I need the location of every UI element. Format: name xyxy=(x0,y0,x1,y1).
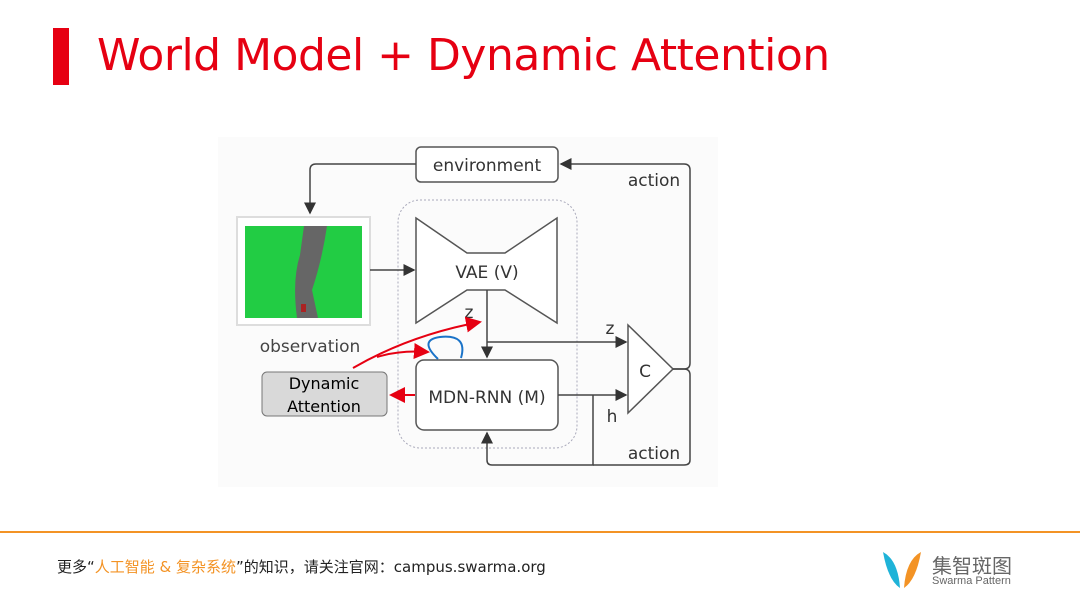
footer-text: 更多“人工智能 & 复杂系统”的知识，请关注官网：campus.swarma.o… xyxy=(57,556,546,577)
action-label-top: action xyxy=(628,171,680,191)
h-label: h xyxy=(607,407,618,427)
z-label-right: z xyxy=(606,319,615,339)
butterfly-logo-icon xyxy=(883,552,921,588)
swarma-logo: 集智斑图 Swarma Pattern xyxy=(880,550,1030,590)
action-feedback-line xyxy=(593,368,691,466)
recurrent-loop-icon xyxy=(427,335,464,360)
controller-shape xyxy=(627,323,675,415)
page-title: World Model + Dynamic Attention xyxy=(97,30,830,81)
logo-cn-text: 集智斑图 xyxy=(932,554,1012,578)
action-label-bottom: action xyxy=(628,444,680,464)
dynamic-attention-box xyxy=(261,371,388,417)
logo-en-text: Swarma Pattern xyxy=(932,575,1011,587)
observation-label: observation xyxy=(260,337,361,357)
z-label-top: z xyxy=(465,303,474,323)
footer-highlight: 人工智能 & 复杂系统 xyxy=(94,558,237,576)
title-accent-bar xyxy=(53,28,69,85)
dynamic-attention-label-line1: Dynamic xyxy=(289,374,360,393)
attention-to-loop-arrow xyxy=(376,343,430,359)
vae-shape xyxy=(415,216,558,325)
footer-divider xyxy=(0,531,1080,533)
vae-label: VAE (V) xyxy=(455,263,518,283)
h-feedback-arrow xyxy=(481,395,594,466)
footer-prefix: 更多“ xyxy=(57,558,95,576)
dynamic-attention-label-line2: Attention xyxy=(287,397,361,416)
road xyxy=(295,226,327,318)
attention-to-z-arrow xyxy=(352,316,482,369)
car xyxy=(301,304,306,312)
footer-suffix[interactable]: ”的知识，请关注官网：campus.swarma.org xyxy=(236,558,546,576)
env-to-observation-arrow xyxy=(304,163,416,215)
environment-label: environment xyxy=(433,156,542,176)
controller-label: C xyxy=(639,362,651,382)
mdn-rnn-label: MDN-RNN (M) xyxy=(428,388,545,408)
